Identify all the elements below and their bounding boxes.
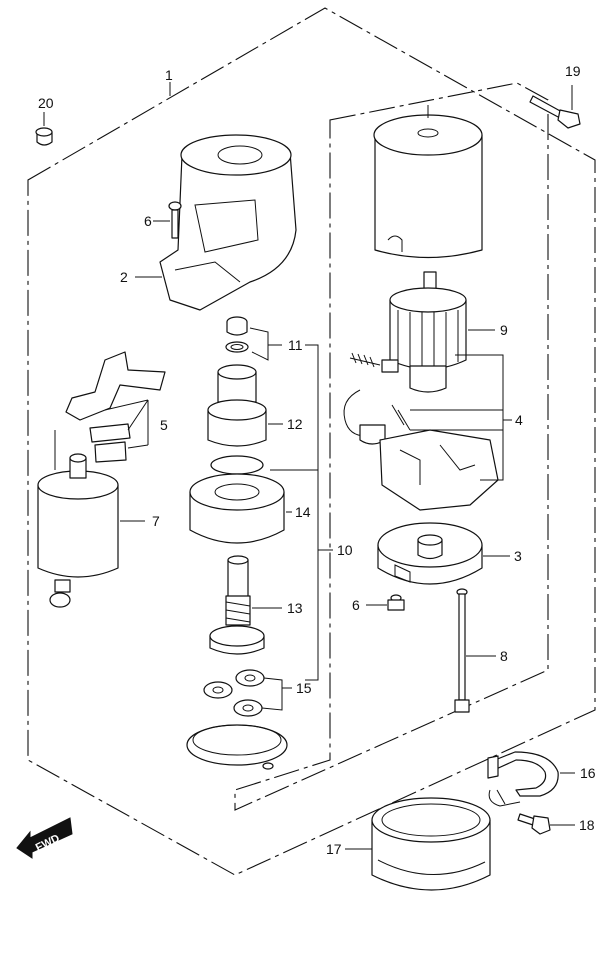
assembly-frame-outer xyxy=(27,7,596,876)
part-9-armature xyxy=(389,271,495,393)
part-17-guard-ring xyxy=(345,797,491,891)
part-14-drive-housing xyxy=(189,455,318,544)
part-2-front-housing xyxy=(135,134,297,311)
part-6-screw-lower xyxy=(366,594,405,611)
callout-9: 9 xyxy=(500,322,508,338)
callout-14: 14 xyxy=(295,504,311,520)
callout-18: 18 xyxy=(579,817,595,833)
callout-17: 17 xyxy=(326,841,342,857)
callout-6-lower: 6 xyxy=(352,597,360,613)
callout-10: 10 xyxy=(337,542,353,558)
yoke-housing xyxy=(373,105,483,259)
part-13-shaft xyxy=(209,555,282,655)
callout-15: 15 xyxy=(296,680,312,696)
part-18-bolt xyxy=(517,813,575,835)
part-11-ring-set xyxy=(225,316,282,361)
callout-19: 19 xyxy=(565,63,581,79)
part-6-screw-upper xyxy=(153,201,182,239)
callout-8: 8 xyxy=(500,648,508,664)
part-20-cap xyxy=(35,112,53,146)
callout-13: 13 xyxy=(287,600,303,616)
callout-7: 7 xyxy=(152,513,160,529)
fwd-arrow: FWD xyxy=(16,817,73,859)
callout-12: 12 xyxy=(287,416,303,432)
callout-4: 4 xyxy=(515,412,523,428)
part-16-clamp xyxy=(487,751,575,807)
part-4-brush-set xyxy=(343,352,512,511)
callout-3: 3 xyxy=(514,548,522,564)
part-19-bolt xyxy=(529,85,581,129)
callout-20: 20 xyxy=(38,95,54,111)
part-8-through-bolt xyxy=(454,588,496,713)
part-12-pinion-clutch xyxy=(207,364,283,447)
callout-16: 16 xyxy=(580,765,596,781)
part-7-solenoid xyxy=(37,430,145,608)
part-3-end-cover xyxy=(377,522,510,585)
part-10-leader xyxy=(305,344,333,681)
callout-5: 5 xyxy=(160,417,168,433)
part-5-lever-set xyxy=(65,351,166,463)
assembly-frame-inner xyxy=(234,82,549,811)
callout-1: 1 xyxy=(165,67,173,83)
callout-11: 11 xyxy=(288,337,303,353)
callout-2: 2 xyxy=(120,269,128,285)
ring-gear xyxy=(186,724,288,770)
part-15-gears xyxy=(203,669,292,717)
callout-6-upper: 6 xyxy=(144,213,152,229)
